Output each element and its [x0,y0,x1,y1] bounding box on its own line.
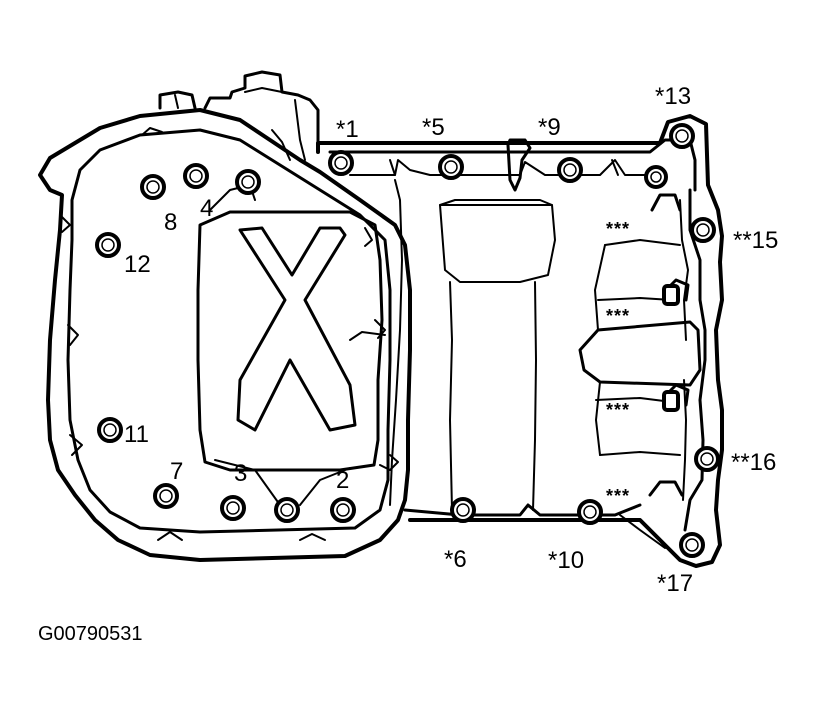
bolt-heads [95,123,720,558]
label-bolt-2: 2 [336,467,349,494]
label-bolt-12: 12 [124,251,151,278]
bolt-7-left [220,495,246,521]
label-bolt-10: *10 [548,547,584,574]
bolt-2 [330,497,356,523]
label-bolt-9: *9 [538,114,561,141]
label-bolt-11: 11 [124,421,149,448]
stud-top [662,284,680,306]
bolt-13 [669,123,695,149]
figure-id: G00790531 [38,623,143,645]
bolt-labels: *1 *5 *9 *13 **15 **16 *17 *10 *6 2 3 7 … [124,83,778,597]
label-bolt-5: *5 [422,114,445,141]
bolt-7 [153,483,179,509]
stud-bottom [662,390,680,412]
label-bolt-17: *17 [657,570,693,597]
baffle-plate [38,108,412,562]
stud-mark-3: *** [606,400,630,420]
bolt-12 [95,232,121,258]
oil-pan-body [158,70,724,568]
bolt-15 [690,217,716,243]
stud-mark-1: *** [606,219,630,239]
label-bolt-4: 4 [200,195,213,222]
bolt-8b [183,163,209,189]
label-bolt-13: *13 [655,83,691,110]
bolt-17 [679,532,705,558]
label-bolt-3: 3 [234,460,247,487]
bolt-5 [438,154,464,180]
bolt-9 [557,157,583,183]
label-bolt-7: 7 [170,458,183,485]
stud-mark-4: *** [606,486,630,506]
label-bolt-8: 8 [164,209,177,236]
bolt-8 [140,174,166,200]
bolt-11 [97,417,123,443]
bolt-14 [644,165,668,189]
bolt-10 [577,499,603,525]
label-bolt-16: **16 [731,449,776,476]
bolt-4 [235,169,261,195]
bolt-3 [274,497,300,523]
bolt-1 [328,150,354,176]
stud-mark-2: *** [606,306,630,326]
label-bolt-6: *6 [444,546,467,573]
label-bolt-1: *1 [336,116,359,143]
label-bolt-15: **15 [733,227,778,254]
bolt-6 [450,497,476,523]
bolt-16 [694,446,720,472]
